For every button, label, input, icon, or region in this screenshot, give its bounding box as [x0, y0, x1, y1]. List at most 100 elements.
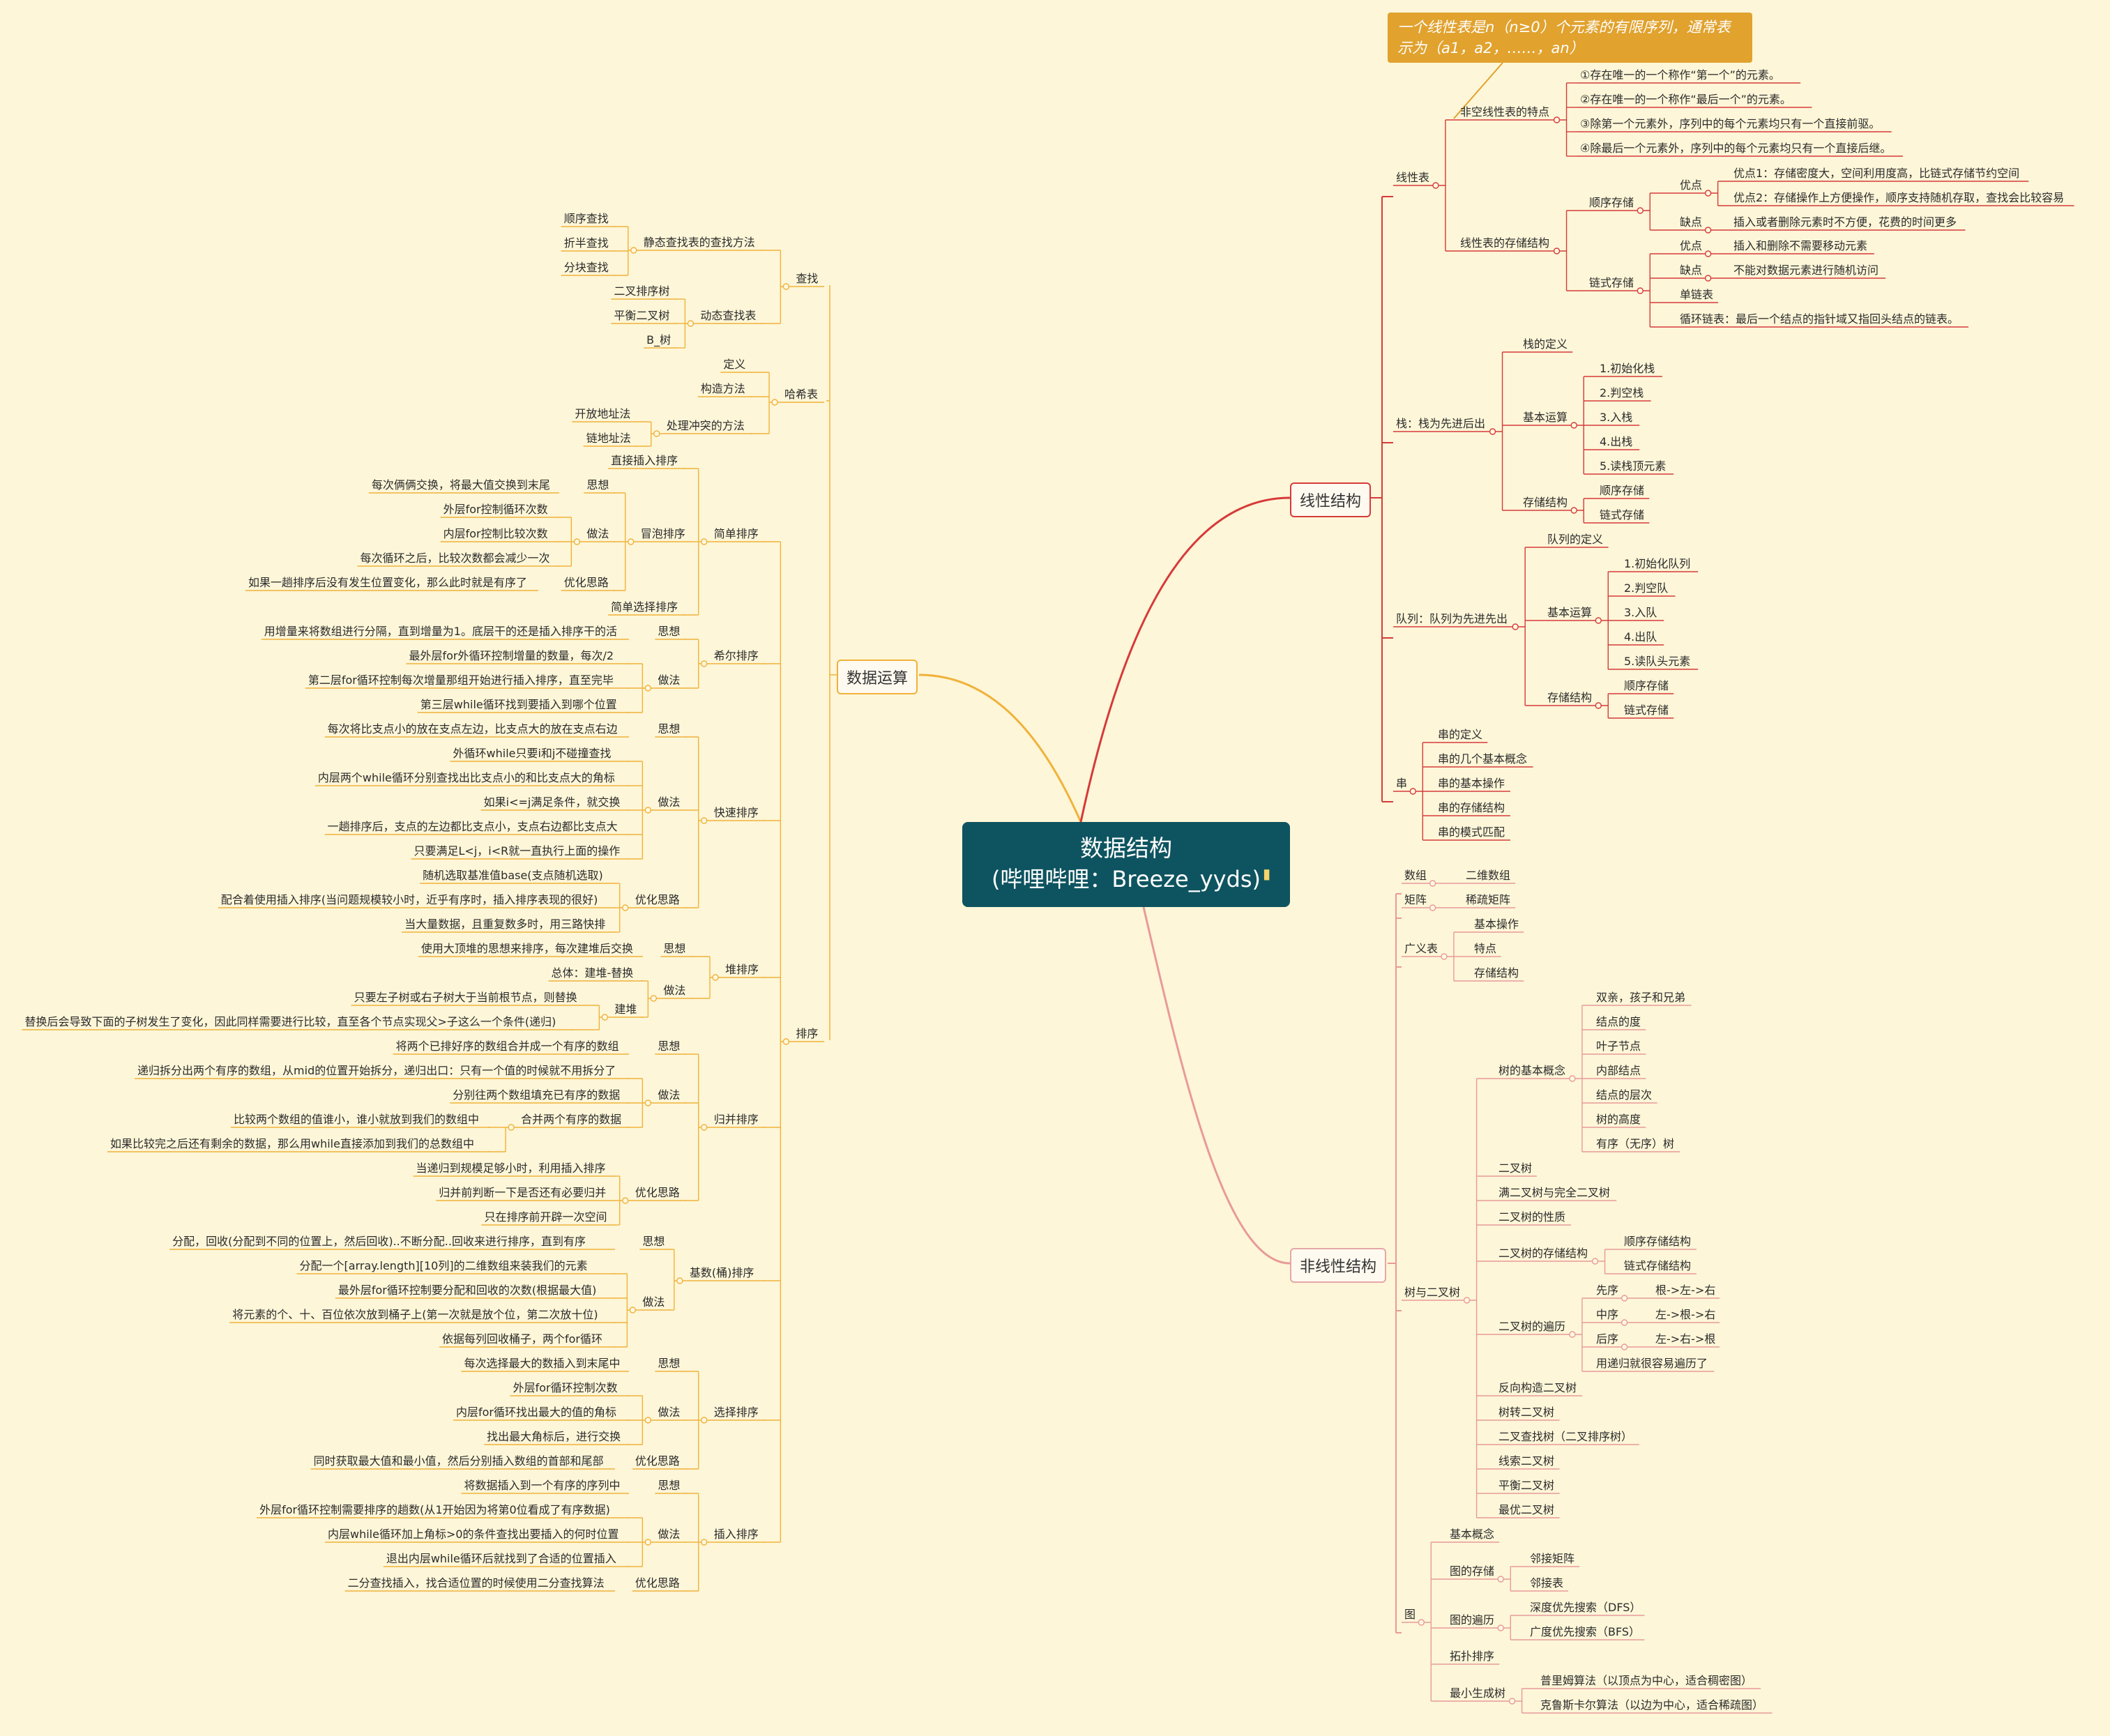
ops-leaf[interactable]: B_树 [646, 333, 671, 347]
nonlinear-leaf[interactable]: 普里姆算法（以顶点为中心，适合稠密图） [1540, 1674, 1753, 1687]
collapse-dot-icon[interactable] [1569, 1075, 1576, 1082]
ops-leaf[interactable]: 开放地址法 [575, 407, 631, 420]
ops-leaf[interactable]: 将数据插入到一个有序的序列中 [464, 1479, 621, 1492]
collapse-dot-icon[interactable] [1497, 1576, 1504, 1583]
collapse-dot-icon[interactable] [701, 660, 708, 667]
nonlinear-leaf[interactable]: 双亲，孩子和兄弟 [1596, 991, 1686, 1004]
collapse-dot-icon[interactable] [701, 1124, 708, 1131]
nonlinear-leaf[interactable]: 克鲁斯卡尔算法（以边为中心，适合稀疏图） [1540, 1698, 1764, 1712]
ops-leaf[interactable]: 直接插入排序 [611, 454, 678, 467]
collapse-dot-icon[interactable] [1595, 702, 1602, 709]
collapse-dot-icon[interactable] [644, 1539, 652, 1546]
ops-tag[interactable]: 做法 [658, 1528, 681, 1541]
linear-leaf[interactable]: ②存在唯一的一个称作“最后一个”的元素。 [1580, 93, 1791, 106]
ops-leaf[interactable]: 配合着使用插入排序(当问题规模较小时，近乎有序时，插入排序表现的很好) [220, 893, 598, 906]
nonlinear-leaf[interactable]: 链式存储结构 [1624, 1259, 1692, 1272]
ops-leaf[interactable]: 当大量数据，且重复数多时，用三路快排 [404, 918, 606, 931]
nonlinear-node[interactable]: 数组 [1404, 869, 1427, 882]
ops-leaf[interactable]: 找出最大角标后，进行交换 [487, 1430, 621, 1443]
nonlinear-leaf[interactable]: 顺序存储结构 [1624, 1235, 1692, 1248]
collapse-dot-icon[interactable] [676, 1277, 683, 1284]
nonlinear-leaf[interactable]: 树的高度 [1596, 1113, 1641, 1126]
ops-leaf[interactable]: 使用大顶堆的思想来排序，每次建堆后交换 [420, 942, 633, 955]
linear-leaf[interactable]: 4.出栈 [1600, 435, 1633, 448]
linear-leaf[interactable]: 顺序存储 [1624, 679, 1669, 692]
nonlinear-leaf[interactable]: 先序 [1596, 1284, 1619, 1297]
nonlinear-leaf[interactable]: 反向构造二叉树 [1498, 1381, 1577, 1394]
collapse-dot-icon[interactable] [1409, 788, 1417, 795]
nonlinear-leaf[interactable]: 拓扑排序 [1450, 1650, 1495, 1663]
nonlinear-leaf[interactable]: 稀疏矩阵 [1466, 893, 1511, 906]
linear-node[interactable]: 线性表的存储结构 [1460, 236, 1550, 250]
nonlinear-leaf[interactable]: 邻接表 [1530, 1576, 1564, 1590]
linear-node[interactable]: 栈：栈为先进后出 [1396, 417, 1486, 430]
nonlinear-leaf[interactable]: 平衡二叉树 [1498, 1479, 1555, 1492]
ops-tag[interactable]: 优化思路 [563, 576, 609, 589]
ops-node[interactable]: 静态查找表的查找方法 [643, 236, 755, 249]
nonlinear-node[interactable]: 树与二叉树 [1404, 1286, 1461, 1299]
collapse-dot-icon[interactable] [1508, 1698, 1516, 1705]
ops-leaf[interactable]: 定义 [723, 358, 746, 371]
ops-node[interactable]: 插入排序 [713, 1528, 759, 1541]
nonlinear-leaf[interactable]: 深度优先搜索（DFS） [1530, 1601, 1641, 1614]
ops-node[interactable]: 合并两个有序的数据 [521, 1113, 622, 1126]
ops-tag[interactable]: 做法 [586, 527, 609, 540]
linear-node[interactable]: 队列：队列为先进先出 [1396, 612, 1508, 625]
linear-leaf[interactable]: 2.判空队 [1624, 581, 1669, 595]
collapse-dot-icon[interactable] [782, 1038, 790, 1045]
nonlinear-node[interactable]: 图的遍历 [1450, 1613, 1495, 1627]
ops-tag[interactable]: 做法 [658, 1088, 681, 1102]
collapse-dot-icon[interactable] [1637, 287, 1644, 294]
collapse-dot-icon[interactable] [1595, 617, 1602, 624]
ops-node[interactable]: 堆排序 [725, 963, 759, 976]
ops-leaf[interactable]: 递归拆分出两个有序的数组，从mid的位置开始拆分，递归出口：只有一个值的时候就不… [137, 1064, 616, 1077]
ops-tag[interactable]: 做法 [658, 1406, 681, 1419]
ops-leaf[interactable]: 二叉排序树 [614, 284, 670, 298]
ops-leaf[interactable]: 每次俩俩交换，将最大值交换到末尾 [371, 478, 550, 492]
collapse-dot-icon[interactable] [1553, 116, 1561, 123]
linear-leaf[interactable]: 顺序存储 [1600, 484, 1645, 497]
collapse-dot-icon[interactable] [1489, 428, 1496, 435]
linear-node[interactable]: 存储结构 [1523, 496, 1568, 509]
ops-tag[interactable]: 做法 [663, 984, 686, 997]
ops-leaf[interactable]: 最外层for循环控制要分配和回收的次数(根据最大值) [337, 1284, 597, 1297]
ops-search[interactable]: 查找 [796, 272, 819, 285]
ops-leaf[interactable]: 同时获取最大值和最小值，然后分别插入数组的首部和尾部 [313, 1454, 604, 1468]
nonlinear-leaf[interactable]: 中序 [1596, 1308, 1619, 1321]
nonlinear-node[interactable]: 图 [1404, 1608, 1416, 1621]
nonlinear-leaf[interactable]: 基本概念 [1450, 1528, 1495, 1541]
linear-leaf[interactable]: 串的存储结构 [1438, 801, 1505, 814]
ops-node[interactable]: 归并排序 [713, 1113, 759, 1126]
ops-node[interactable]: 冒泡排序 [640, 527, 685, 540]
linear-leaf[interactable]: 队列的定义 [1547, 533, 1604, 546]
ops-leaf[interactable]: 分配，回收(分配到不同的位置上，然后回收)..不断分配..回收来进行排序，直到有… [172, 1235, 586, 1248]
collapse-dot-icon[interactable] [601, 1014, 609, 1021]
nonlinear-leaf[interactable]: 左->右->根 [1655, 1332, 1716, 1346]
ops-leaf[interactable]: 外层for循环控制次数 [513, 1381, 618, 1394]
collapse-dot-icon[interactable] [1570, 507, 1577, 514]
ops-sort[interactable]: 排序 [796, 1027, 819, 1040]
ops-tag[interactable]: 思想 [586, 478, 609, 492]
nonlinear-node[interactable]: 矩阵 [1404, 893, 1427, 906]
root-topic[interactable]: 数据结构 (哔哩哔哩：Breeze_yyds) ▮ [962, 822, 1290, 907]
ops-leaf[interactable]: 将两个已排好序的数组合并成一个有序的数组 [395, 1040, 619, 1053]
ops-leaf[interactable]: 内层for控制比较次数 [443, 527, 548, 540]
nonlinear-leaf[interactable]: 结点的度 [1596, 1015, 1641, 1028]
linear-leaf[interactable]: ①存在唯一的一个称作“第一个”的元素。 [1580, 68, 1780, 82]
ops-tag[interactable]: 思想 [658, 625, 681, 638]
ops-node[interactable]: 基数(桶)排序 [689, 1266, 754, 1279]
ops-tag[interactable]: 思想 [642, 1235, 665, 1248]
linear-leaf[interactable]: 链式存储 [1600, 508, 1645, 521]
ops-leaf[interactable]: 最外层for外循环控制增量的数量，每次/2 [409, 649, 614, 662]
ops-leaf[interactable]: 如果一趟排序后没有发生位置变化，那么此时就是有序了 [248, 576, 528, 589]
nonlinear-leaf[interactable]: 叶子节点 [1596, 1040, 1641, 1053]
linear-node[interactable]: 串 [1396, 777, 1408, 790]
nonlinear-leaf[interactable]: 树转二叉树 [1498, 1406, 1555, 1419]
collapse-dot-icon[interactable] [1429, 880, 1436, 887]
linear-leaf[interactable]: 串的模式匹配 [1438, 825, 1505, 839]
ops-tag[interactable]: 思想 [658, 1040, 681, 1053]
linear-leaf[interactable]: ③除第一个元素外，序列中的每个元素均只有一个直接前驱。 [1580, 117, 1881, 130]
ops-leaf[interactable]: 折半查找 [563, 236, 609, 250]
ops-leaf[interactable]: 只要满足L<j，i<R就一直执行上面的操作 [413, 844, 621, 858]
nonlinear-leaf[interactable]: 最优二叉树 [1498, 1503, 1555, 1516]
